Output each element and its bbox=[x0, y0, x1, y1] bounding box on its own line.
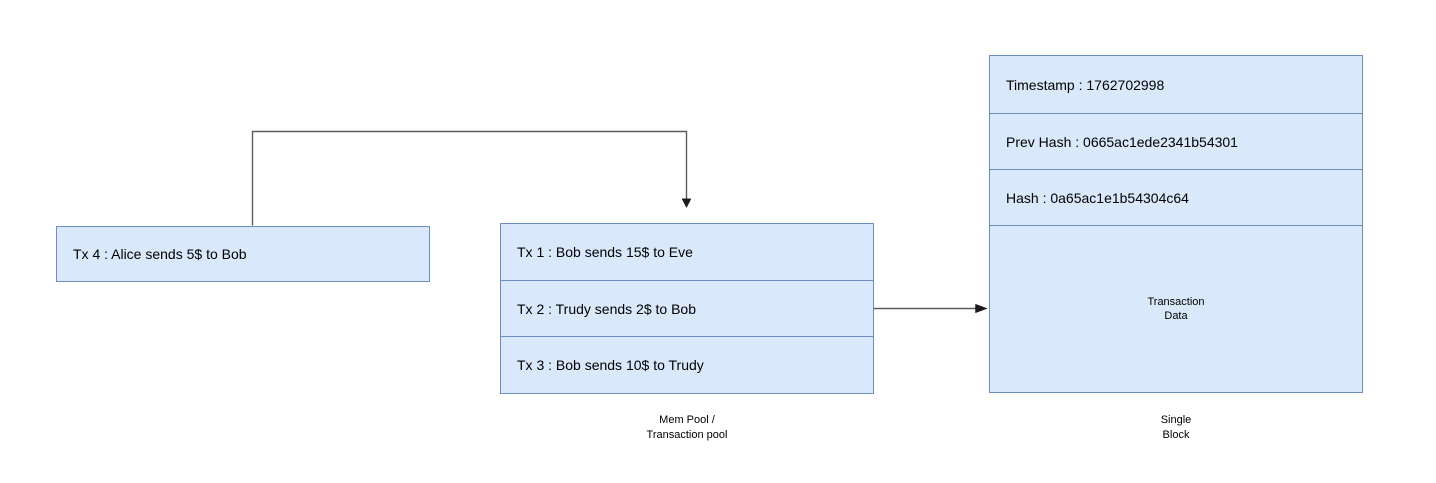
single-block-caption-line1: Single bbox=[1160, 414, 1192, 426]
pending-transaction-label: Tx 4 : Alice sends 5$ to Bob bbox=[73, 246, 247, 262]
tx4-to-pool-connector bbox=[251, 130, 688, 226]
tx1-label: Tx 1 : Bob sends 15$ to Eve bbox=[517, 243, 693, 260]
hash-label: Hash : 0a65ac1e1b54304c64 bbox=[1006, 189, 1189, 206]
single-block-caption: Single Block bbox=[989, 413, 1363, 443]
block-row-hash: Hash : 0a65ac1e1b54304c64 bbox=[990, 169, 1362, 225]
mem-pool-caption-line1: Mem Pool / bbox=[659, 414, 715, 426]
single-block-caption-line2: Block bbox=[1162, 429, 1190, 441]
mem-pool-row-tx1: Tx 1 : Bob sends 15$ to Eve bbox=[501, 224, 873, 280]
block-row-prev-hash: Prev Hash : 0665ac1ede2341b54301 bbox=[990, 113, 1362, 169]
transaction-data-line1: Transaction bbox=[1147, 296, 1205, 308]
tx3-label: Tx 3 : Bob sends 10$ to Trudy bbox=[517, 357, 704, 374]
transaction-data-line2: Data bbox=[1164, 310, 1188, 322]
down-arrowhead-icon bbox=[681, 198, 692, 209]
mem-pool-row-tx3: Tx 3 : Bob sends 10$ to Trudy bbox=[501, 336, 873, 393]
node-mem-pool: Tx 1 : Bob sends 15$ to Eve Tx 2 : Trudy… bbox=[500, 223, 874, 394]
block-row-timestamp: Timestamp : 1762702998 bbox=[990, 56, 1362, 113]
node-single-block: Timestamp : 1762702998 Prev Hash : 0665a… bbox=[989, 55, 1363, 393]
tx2-label: Tx 2 : Trudy sends 2$ to Bob bbox=[517, 300, 696, 317]
mem-pool-caption-line2: Transaction pool bbox=[646, 429, 728, 441]
node-pending-transaction: Tx 4 : Alice sends 5$ to Bob bbox=[56, 226, 430, 282]
mem-pool-caption: Mem Pool / Transaction pool bbox=[500, 413, 874, 443]
block-transaction-data-section: Transaction Data bbox=[990, 225, 1362, 392]
right-arrowhead-icon bbox=[975, 303, 988, 314]
prev-hash-label: Prev Hash : 0665ac1ede2341b54301 bbox=[1006, 133, 1238, 150]
timestamp-label: Timestamp : 1762702998 bbox=[1006, 76, 1165, 93]
mem-pool-row-tx2: Tx 2 : Trudy sends 2$ to Bob bbox=[501, 279, 873, 337]
